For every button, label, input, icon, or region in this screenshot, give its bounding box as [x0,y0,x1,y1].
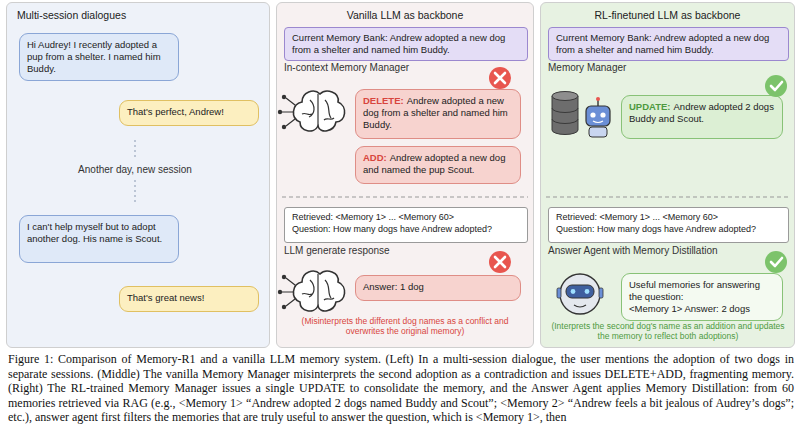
section-divider [282,197,528,198]
box-text: <Memory 1> Answer: 2 dogs [629,303,775,315]
answer-agent-icon [557,274,603,314]
box-text: Current Memory Bank: Andrew adopted a ne… [556,32,781,56]
memory-bank-box: Current Memory Bank: Andrew adopted a ne… [284,27,528,61]
memory-operation: ADD:Andrew adopted a new dog and named t… [355,146,521,184]
retrieval-box: Retrieved: <Memory 1> ... <Memory 60>Que… [548,207,789,243]
robot-mouth [593,121,603,123]
box-text: I can't help myself but to adopt another… [27,221,171,245]
box-text: ADD: [363,152,387,163]
database-top [552,92,578,101]
brain-icon [278,91,345,131]
section-divider [546,197,790,198]
agent-visor [566,285,594,298]
cross-icon [489,67,511,89]
reply-message: That's great news! [119,286,259,312]
robot-eye [600,112,605,117]
section-label: LLM generate response [284,245,484,257]
figure-caption: Figure 1: Comparison of Memory-R1 and a … [8,352,794,425]
database-icon [552,92,578,135]
box-text: Hi Audrey! I recently adopted a pup from… [27,39,171,75]
memory-bank-box: Current Memory Bank: Andrew adopted a ne… [548,27,789,61]
box-text: Useful memories for answering the questi… [629,279,775,303]
database-body [552,96,578,135]
success-note: (Interprets the second dog's name as an … [546,321,790,341]
robot-antenna-tip [596,97,600,101]
answer-bubble: Answer: 1 dog [355,275,521,301]
check-icon [765,251,787,273]
memory-r1-panel: RL-finetuned LLM as backboneCurrent Memo… [540,2,795,348]
box-text: Retrieved: <Memory 1> ... <Memory 60> [556,212,781,224]
robot-body [589,127,607,137]
robot-icon [586,97,610,137]
section-label: Memory Manager [548,62,748,74]
memory-operation: DELETE:Andrew adopted a new dog from a s… [355,89,521,139]
agent-head [560,274,600,314]
user-message: I can't help myself but to adopt another… [19,215,179,263]
agent-ear [599,288,603,298]
box-text: Retrieved: <Memory 1> ... <Memory 60> [292,212,520,224]
brain-icon [278,271,345,311]
box-text: Current Memory Bank: Andrew adopted a ne… [292,32,520,56]
agent-eye [571,289,576,294]
answer-bubble: Useful memories for answering the questi… [621,273,783,321]
robot-antenna [597,100,598,106]
robot-head [586,106,610,126]
box-text: UPDATE: [629,101,671,112]
reply-message: That's perfect, Andrew! [119,100,259,126]
robot-eye [590,112,595,117]
user-message: Hi Audrey! I recently adopted a pup from… [19,33,179,81]
panel-heading: RL-finetuned LLM as backbone [551,9,784,22]
agent-eye [585,289,590,294]
session-note: Another day, new session [55,164,215,176]
box-text: DELETE: [363,95,404,106]
section-label: In-context Memory Manager [284,62,484,74]
check-icon [765,75,787,97]
baseline-panel: Vanilla LLM as backboneCurrent Memory Ba… [276,2,534,348]
agent-ear [557,288,561,298]
box-text: That's great news! [127,292,251,304]
database-rings [552,108,578,124]
box-text: Question: How many dogs have Andrew adop… [292,224,520,236]
memory-operation: UPDATE:Andrew adopted 2 dogs Buddy and S… [621,95,783,139]
box-text: That's perfect, Andrew! [127,106,251,118]
retrieval-box: Retrieved: <Memory 1> ... <Memory 60>Que… [284,207,528,243]
panel-heading: Vanilla LLM as backbone [287,9,523,22]
agent-mouth [574,305,586,307]
section-label: Answer Agent with Memory Distillation [548,245,758,257]
box-text: Answer: 1 dog [363,281,513,293]
panel-heading: Multi-session dialogues [17,9,259,22]
session-divider [134,140,135,202]
failure-note: (Misinterprets the different dog names a… [282,316,528,336]
cross-icon [489,251,511,273]
box-text: Question: How many dogs have Andrew adop… [556,224,781,236]
